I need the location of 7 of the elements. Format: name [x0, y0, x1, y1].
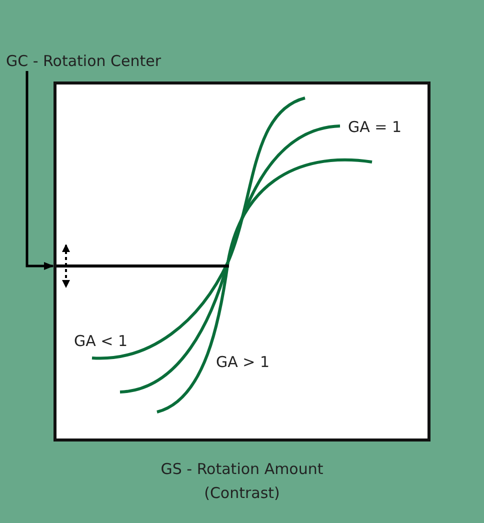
plot-frame: [54, 82, 430, 442]
curve-label: GA < 1: [74, 332, 128, 350]
curve-label: GA = 1: [348, 118, 402, 136]
callout-text: GC - Rotation Center: [6, 52, 162, 70]
axis-caption: GS - Rotation Amount (Contrast): [160, 459, 324, 504]
leader-line: [26, 71, 54, 270]
curve-label: GA > 1: [216, 353, 270, 371]
